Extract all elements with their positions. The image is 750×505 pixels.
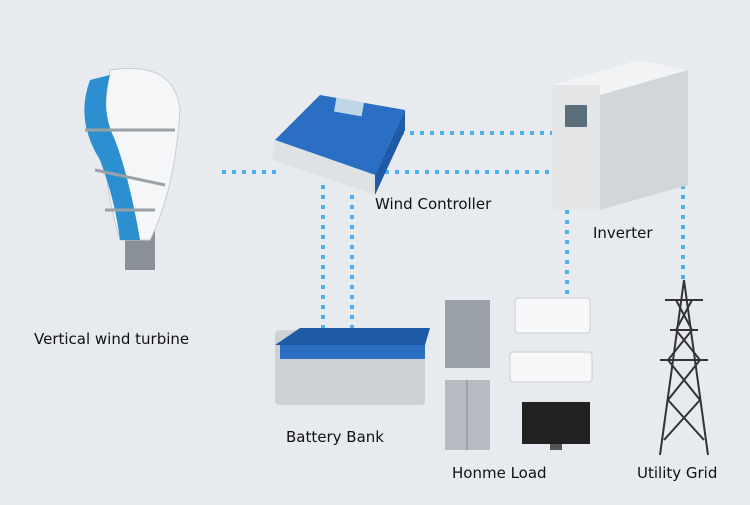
battery-image: [275, 328, 430, 405]
inverter-image: [552, 60, 688, 210]
utility-grid-tower-image: [659, 279, 709, 456]
load-label: Honme Load: [452, 464, 547, 482]
wind-turbine-image: [84, 67, 181, 270]
home-load-image: [445, 297, 593, 450]
turbine-label: Vertical wind turbine: [34, 330, 190, 348]
inverter-label: Inverter: [593, 224, 653, 242]
wind-controller-image: [272, 95, 405, 195]
grid-label: Utility Grid: [637, 464, 718, 482]
battery-label: Battery Bank: [286, 428, 384, 446]
connection-lines: [222, 131, 685, 330]
controller-label: Wind Controller: [375, 195, 492, 213]
